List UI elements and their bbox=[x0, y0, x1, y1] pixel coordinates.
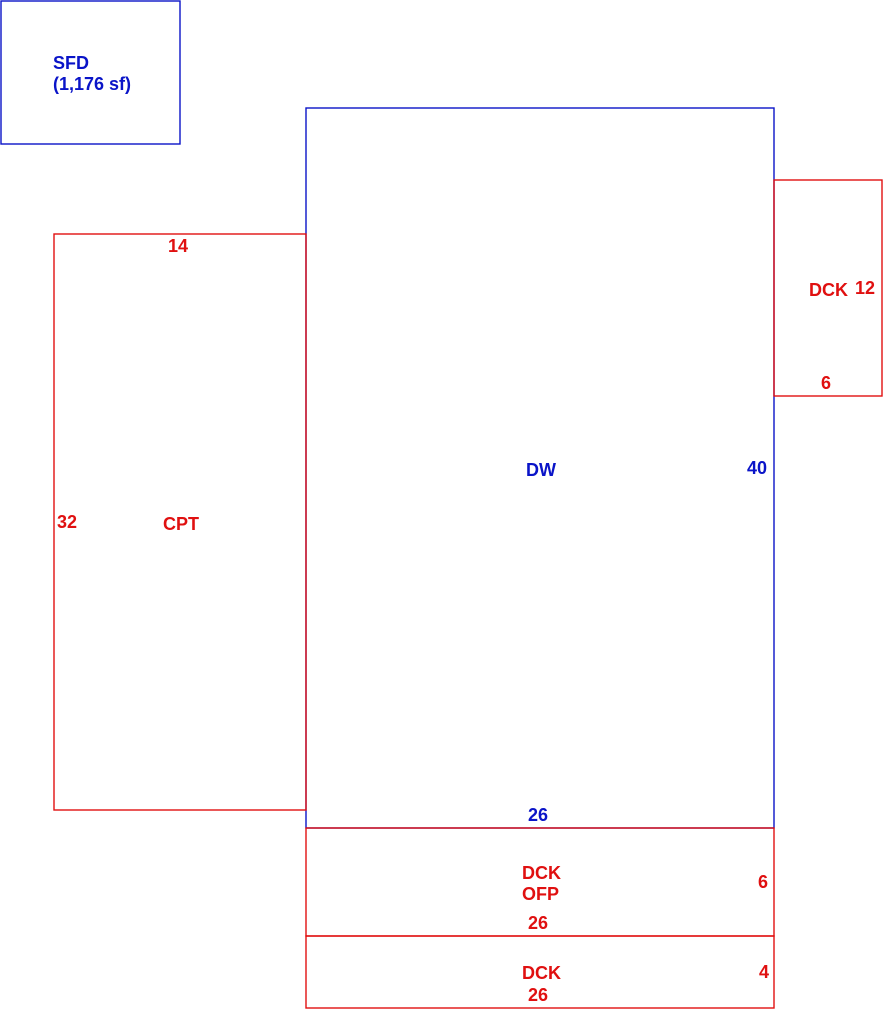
dck-bottom-width-dimension: 26 bbox=[528, 985, 548, 1005]
dck-ofp-label-2: OFP bbox=[522, 884, 559, 904]
cpt-depth-dimension: 32 bbox=[57, 512, 77, 532]
dw-label: DW bbox=[526, 460, 556, 480]
legend-title: SFD bbox=[53, 53, 89, 73]
cpt-outline bbox=[53, 233, 307, 811]
dck-right-outline bbox=[773, 179, 883, 397]
dck-bottom-depth-dimension: 4 bbox=[759, 962, 769, 982]
dck-bottom-label: DCK bbox=[522, 963, 561, 983]
dw-width-dimension: 26 bbox=[528, 805, 548, 825]
dck-right-depth-dimension: 12 bbox=[855, 278, 875, 298]
dw-depth-dimension: 40 bbox=[747, 458, 767, 478]
legend-area: (1,176 sf) bbox=[53, 74, 131, 94]
dck-right-width-dimension: 6 bbox=[821, 373, 831, 393]
dck-bottom-outline bbox=[305, 935, 775, 1009]
cpt-label: CPT bbox=[163, 514, 199, 534]
dck-right-label: DCK bbox=[809, 280, 848, 300]
legend-box bbox=[0, 0, 181, 145]
cpt-width-dimension: 14 bbox=[168, 236, 188, 256]
dck-ofp-label-1: DCK bbox=[522, 863, 561, 883]
dck-ofp-width-dimension: 26 bbox=[528, 913, 548, 933]
dck-ofp-depth-dimension: 6 bbox=[758, 872, 768, 892]
